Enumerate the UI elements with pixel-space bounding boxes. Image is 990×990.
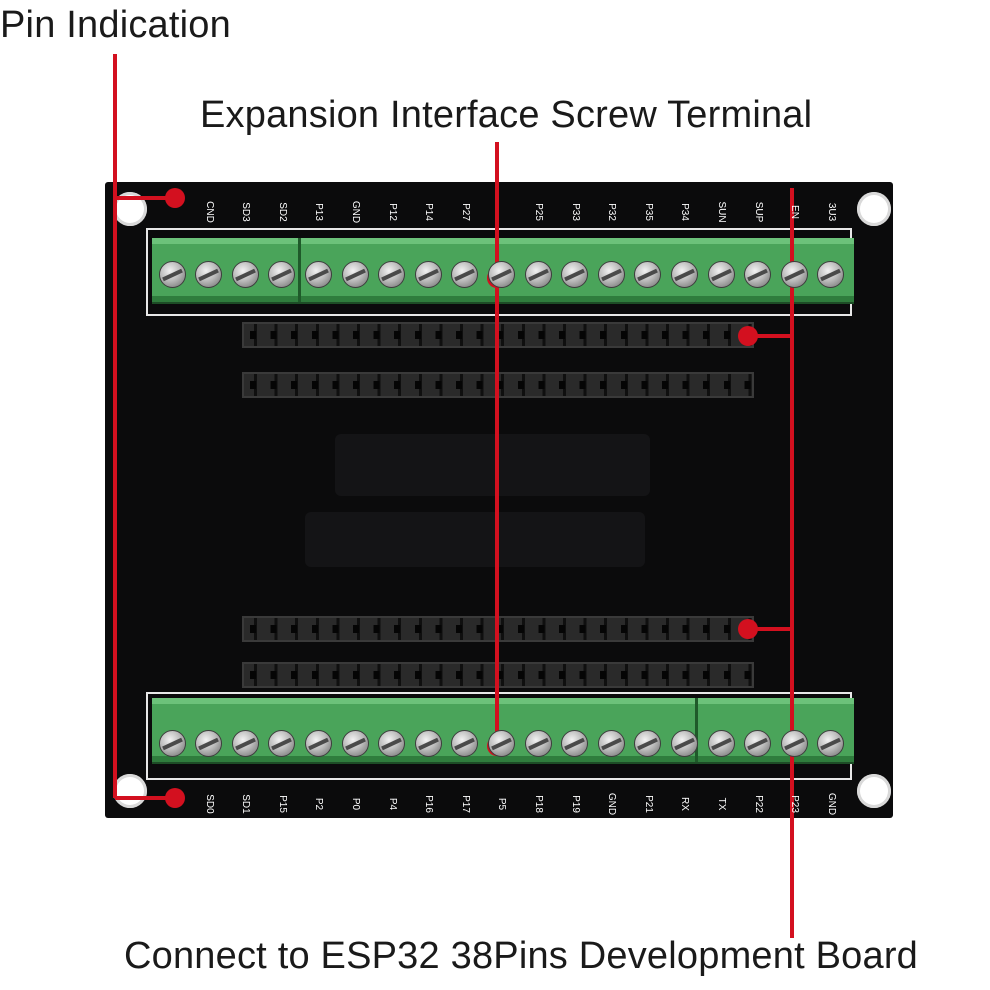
screw-terminal-icon: [304, 261, 332, 288]
pin-label-bottom: GND: [825, 792, 837, 816]
pin-label-top: P12: [386, 203, 398, 221]
pin-indication-callout-arm: [115, 796, 175, 800]
pin-label-bottom: P22: [752, 795, 764, 813]
callout-dot-icon: [165, 788, 185, 808]
pin-label-bottom: [165, 784, 179, 824]
screw-terminal-icon: [597, 261, 625, 288]
pin-label-bottom: P19: [569, 795, 581, 813]
screw-terminal-icon: [487, 261, 515, 288]
board-silkscreen-shadow: [335, 434, 650, 496]
screw-terminal-icon: [231, 730, 259, 757]
screw-terminal-icon: [780, 730, 808, 757]
pin-label-top: SUN: [716, 201, 727, 223]
pin-indication-label: Pin Indication: [0, 4, 231, 46]
screw-terminal-icon: [744, 261, 772, 288]
pin-label-bottom: P0: [350, 797, 361, 811]
mounting-hole-icon: [113, 774, 147, 808]
screw-terminal-icon: [817, 261, 845, 288]
esp32-connect-label: Connect to ESP32 38Pins Development Boar…: [124, 935, 919, 977]
esp32-connect-callout-arm: [748, 627, 792, 631]
mounting-hole-icon: [857, 192, 891, 226]
pin-label-bottom: P4: [386, 797, 398, 811]
pin-label-bottom: GND: [606, 792, 618, 816]
callout-dot-icon: [738, 326, 758, 346]
screw-terminal-icon: [670, 730, 698, 757]
screw-terminal-icon: [487, 730, 515, 757]
pin-label-bottom: P18: [533, 795, 544, 813]
pin-label-bottom: P17: [459, 795, 471, 813]
pin-label-bottom: P5: [496, 797, 508, 811]
pin-label-top: P32: [606, 203, 618, 221]
terminal-block-seam: [695, 698, 698, 762]
esp32-connect-callout-line: [790, 188, 794, 938]
screw-terminal-icon: [780, 261, 808, 288]
expansion-terminal-label: Expansion Interface Screw Terminal: [200, 94, 813, 136]
pin-label-bottom: SD0: [203, 794, 215, 814]
screw-terminal-icon: [268, 730, 296, 757]
pin-label-top: P13: [313, 203, 325, 221]
screw-terminal-icon: [634, 261, 662, 288]
pin-label-top: EN: [789, 205, 801, 219]
screw-terminal-icon: [524, 730, 552, 757]
pin-indication-callout-line: [113, 54, 117, 798]
screw-terminal-icon: [304, 730, 332, 757]
screw-terminal-icon: [451, 261, 479, 288]
screw-terminal-icon: [414, 261, 442, 288]
screw-terminal-icon: [744, 730, 772, 757]
pin-indication-callout-arm: [115, 196, 175, 200]
screw-terminal-icon: [670, 261, 698, 288]
pin-label-top: P27: [459, 203, 471, 221]
screw-terminal-icon: [707, 730, 735, 757]
screw-terminal-icon: [341, 261, 369, 288]
pin-label-top: P14: [423, 203, 435, 221]
pin-label-bottom: P23: [789, 795, 801, 813]
pin-label-top: P25: [533, 203, 544, 221]
mounting-hole-icon: [857, 774, 891, 808]
screw-terminal-icon: [561, 730, 589, 757]
pin-label-top: SD2: [276, 202, 288, 222]
pin-label-bottom: TX: [716, 797, 727, 811]
pin-label-top: P35: [642, 203, 654, 221]
callout-dot-icon: [165, 188, 185, 208]
pin-label-top: [494, 192, 508, 232]
screw-terminal-icon: [378, 730, 406, 757]
pin-label-bottom: P15: [276, 795, 288, 813]
screw-terminal-icon: [817, 730, 845, 757]
esp32-connect-callout-arm: [748, 334, 792, 338]
screw-terminal-icon: [561, 261, 589, 288]
pin-label-top: P33: [569, 203, 581, 221]
pin-label-top: SUP: [752, 201, 764, 223]
screw-terminal-icon: [378, 261, 406, 288]
screw-terminal-icon: [158, 730, 186, 757]
screw-terminal-icon: [341, 730, 369, 757]
pin-label-top: 3U3: [825, 202, 837, 222]
pin-label-top: CND: [203, 201, 215, 223]
expansion-terminal-callout-line: [495, 142, 499, 748]
board-silkscreen-shadow: [305, 512, 645, 567]
pin-label-top: [165, 192, 179, 232]
screw-terminal-icon: [524, 261, 552, 288]
screw-terminal-icon: [451, 730, 479, 757]
pin-label-top: GND: [350, 200, 361, 224]
pin-label-bottom: P2: [313, 797, 325, 811]
screw-terminal-icon: [414, 730, 442, 757]
screw-terminal-icon: [707, 261, 735, 288]
pin-label-bottom: P16: [423, 795, 435, 813]
pin-label-bottom: P21: [642, 795, 654, 813]
screw-terminal-icon: [158, 261, 186, 288]
screw-terminal-icon: [231, 261, 259, 288]
callout-dot-icon: [738, 619, 758, 639]
screw-terminal-icon: [195, 730, 223, 757]
pin-label-bottom: SD1: [240, 794, 252, 814]
screw-terminal-icon: [268, 261, 296, 288]
terminal-block-seam: [298, 238, 301, 302]
pin-label-bottom: RX: [679, 797, 691, 811]
screw-terminal-icon: [597, 730, 625, 757]
screw-terminal-icon: [195, 261, 223, 288]
pin-label-top: P34: [679, 203, 691, 221]
screw-terminal-icon: [634, 730, 662, 757]
pin-label-top: SD3: [240, 202, 252, 222]
